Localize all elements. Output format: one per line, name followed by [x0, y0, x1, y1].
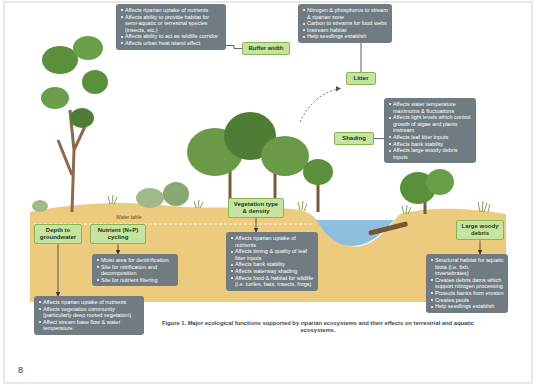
- connector-line: [58, 244, 59, 296]
- function-list-box: Affects riparian uptake of nutrientsAffe…: [226, 232, 318, 291]
- bullet-text: Affects vegetation community (particular…: [38, 306, 140, 319]
- label-text: Nutrient (N+P) cycling: [94, 227, 142, 241]
- bullet-text: Affects food & habitat for wildlife (i.e…: [230, 275, 314, 288]
- water-table-label: Water table: [116, 215, 141, 221]
- bullet-text: Structural habitat for aquatic biota (i.…: [430, 257, 504, 277]
- bullet-text: Instream habitat: [302, 27, 388, 34]
- bullet-text: Affect stream base flow & water temperat…: [38, 319, 140, 332]
- bullet-text: Affects riparian uptake of nutrients: [120, 7, 222, 14]
- bullet-text: Affects bank stability: [230, 261, 314, 268]
- bullet-text: Affects waterway shading: [230, 268, 314, 275]
- bullet-text: Affects large woody debris inputs: [388, 147, 472, 160]
- factor-label: Vegetation type & density: [228, 198, 284, 218]
- shrubs: [32, 182, 189, 212]
- bullet-text: Affects riparian uptake of nutrients: [230, 235, 314, 248]
- grass: [108, 195, 490, 214]
- bullet-text: Affects riparian uptake of nutrients: [38, 299, 140, 306]
- factor-label: Large woody debris: [456, 220, 504, 240]
- connector-line: [480, 240, 481, 254]
- litter-fall-arrow: [300, 89, 338, 122]
- bullet-text: Protects banks from erosion: [430, 290, 504, 297]
- bullet-text: Nitrogen & phosphorus to stream & ripari…: [302, 7, 388, 20]
- stream: [316, 220, 394, 246]
- factor-label: Buffer width: [242, 42, 290, 55]
- function-list-box: Affects riparian uptake of nutrientsAffe…: [116, 4, 226, 50]
- bullet-text: Affects bank stability: [388, 141, 472, 148]
- bullet-text: Affects water temperature maximums & flu…: [388, 101, 472, 114]
- bullet-text: Affects leaf litter inputs: [388, 134, 472, 141]
- label-text: Vegetation type & density: [232, 201, 280, 215]
- bullet-text: Affects urban heat island effect: [120, 40, 222, 47]
- eucalyptus-tree: [41, 36, 108, 212]
- figure-caption: Figure 1. Major ecological functions sup…: [150, 320, 486, 334]
- factor-label: Shading: [334, 132, 374, 145]
- factor-label: Depth to groundwater: [34, 224, 82, 244]
- page-number: 8: [18, 366, 23, 376]
- middle-trees: [187, 112, 333, 212]
- bullet-text: Carbon to streams for food webs: [302, 20, 388, 27]
- bullet-text: Moist area for denitrification: [96, 257, 174, 264]
- bullet-text: Site for nutrient filtering: [96, 277, 174, 284]
- label-text: Shading: [338, 135, 370, 142]
- bullet-text: Affects ability to provide habitat for s…: [120, 14, 222, 34]
- function-list-box: Nitrogen & phosphorus to stream & ripari…: [298, 4, 392, 43]
- connector-line: [226, 46, 242, 49]
- label-text: Large woody debris: [460, 223, 500, 237]
- connector-line: [361, 43, 362, 72]
- litter-fall-arrowhead: [336, 86, 341, 92]
- factor-label: Litter: [346, 72, 376, 85]
- label-text: Buffer width: [246, 45, 286, 52]
- label-text: Depth to groundwater: [38, 227, 78, 241]
- bullet-text: Help seedlings establish: [430, 303, 504, 310]
- bullet-text: Affects light levels which control growt…: [388, 114, 472, 134]
- connector-line: [374, 138, 384, 139]
- function-list-box: Moist area for denitrificationSite for n…: [92, 254, 178, 286]
- factor-label: Nutrient (N+P) cycling: [90, 224, 146, 244]
- page-frame: [4, 2, 532, 383]
- bullet-text: Creates debris dams which support nitrog…: [430, 277, 504, 290]
- bullet-text: Affects timing & quality of leaf litter …: [230, 248, 314, 261]
- bullet-text: Affects ability to act as wildlife corri…: [120, 33, 222, 40]
- connector-line: [256, 218, 257, 232]
- function-list-box: Structural habitat for aquatic biota (i.…: [426, 254, 508, 313]
- label-text: Litter: [350, 75, 372, 82]
- bullet-text: Site for nitrification and decomposition: [96, 264, 174, 277]
- right-tree: [400, 169, 454, 214]
- bullet-text: Help seedlings establish: [302, 33, 388, 40]
- woody-debris-log: [368, 221, 408, 236]
- function-list-box: Affects riparian uptake of nutrientsAffe…: [34, 296, 144, 335]
- connector-line: [118, 244, 119, 254]
- function-list-box: Affects water temperature maximums & flu…: [384, 98, 476, 163]
- bullet-text: Creates pools: [430, 297, 504, 304]
